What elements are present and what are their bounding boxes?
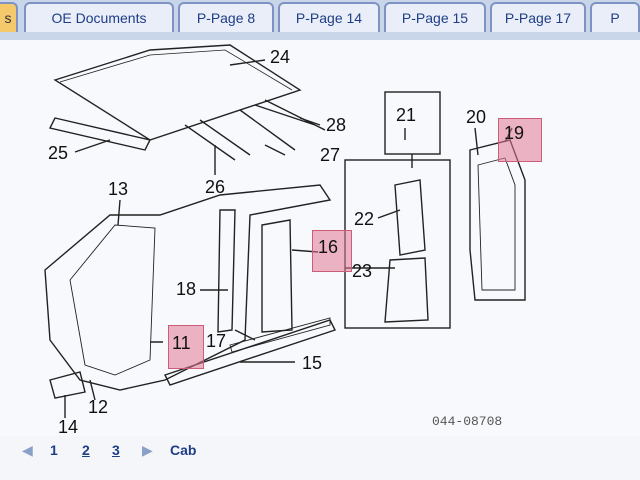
body-side-shape: [44, 184, 332, 391]
callout-20[interactable]: 20: [466, 107, 487, 127]
highlight-16: [312, 230, 352, 272]
callout-18[interactable]: 18: [176, 279, 197, 299]
callout-28[interactable]: 28: [326, 115, 347, 135]
callout-21[interactable]: 21: [396, 105, 417, 125]
tab-p-page-14[interactable]: P-Page 14: [278, 2, 380, 32]
cab-parts-drawing: [44, 44, 526, 418]
tab-p-page-17[interactable]: P-Page 17: [490, 2, 586, 32]
tab-partial-left[interactable]: s: [0, 2, 18, 32]
page-link-1[interactable]: 1: [50, 442, 58, 458]
page-link-2[interactable]: 2: [82, 442, 90, 458]
callout-16[interactable]: 16: [318, 237, 339, 257]
tab-oe-documents[interactable]: OE Documents: [24, 2, 174, 32]
callout-14[interactable]: 14: [58, 417, 79, 437]
bracket-14-shape: [49, 371, 86, 399]
tab-p-page-15[interactable]: P-Page 15: [384, 2, 486, 32]
callout-26[interactable]: 26: [205, 177, 226, 197]
highlight-19: [498, 118, 542, 162]
door-ring-shape: [469, 139, 526, 301]
diagram-reference-number: 044-08708: [432, 414, 503, 429]
callout-27[interactable]: 27: [320, 145, 341, 165]
callout-25[interactable]: 25: [48, 143, 69, 163]
roof-panel-shape: [53, 44, 302, 141]
callout-24[interactable]: 24: [270, 47, 291, 67]
callout-15[interactable]: 15: [302, 353, 323, 373]
callout-23[interactable]: 23: [352, 261, 373, 281]
tab-p-page-8[interactable]: P-Page 8: [178, 2, 274, 32]
highlight-11: [168, 325, 204, 369]
tab-partial-right[interactable]: P: [590, 2, 640, 32]
parts-diagram: 24 25 26 27 28 21 20 19 13 22 16 23 18 1…: [0, 40, 640, 440]
rocker-panel-shape: [164, 319, 336, 386]
roof-bow-front-shape: [48, 117, 152, 151]
prev-page-icon[interactable]: ◀: [22, 442, 33, 458]
callout-12[interactable]: 12: [88, 397, 109, 417]
next-page-icon[interactable]: ▶: [142, 442, 153, 458]
section-title: Cab: [170, 442, 197, 458]
callout-13[interactable]: 13: [108, 179, 129, 199]
callout-11[interactable]: 11: [172, 333, 191, 353]
callout-19[interactable]: 19: [504, 123, 525, 143]
tab-bar: s OE Documents P-Page 8 P-Page 14 P-Page…: [0, 0, 640, 42]
callout-17[interactable]: 17: [206, 331, 227, 351]
page-link-3[interactable]: 3: [112, 442, 120, 458]
roof-bows-shape: [184, 99, 326, 161]
callout-22[interactable]: 22: [354, 209, 375, 229]
page-navigation: ◀ 1 2 3 ▶ Cab: [0, 436, 640, 480]
